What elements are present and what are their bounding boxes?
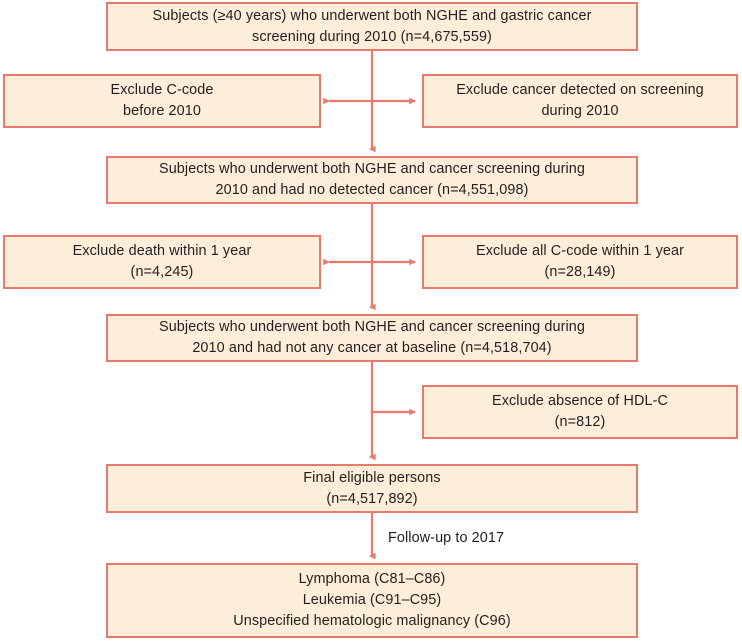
node-line: 2010 and had no detected cancer (n=4,551… (215, 182, 529, 198)
node-line: before 2010 (123, 103, 201, 119)
node-subjects-no-cancer-at-baseline: Subjects who underwent both NGHE and can… (106, 314, 638, 362)
node-line: Unspecified hematologic malignancy (C96) (233, 612, 511, 629)
node-line: (n=812) (554, 414, 606, 430)
node-line: Exclude absence of HDL-C (492, 393, 668, 410)
node-exclude-cancer-detected-on-screening: Exclude cancer detected on screening dur… (422, 74, 738, 128)
node-subjects-enrolled: Subjects (≥40 years) who underwent both … (106, 2, 638, 51)
node-final-eligible-persons: Final eligible persons (n=4,517,892) (106, 464, 638, 513)
node-exclude-c-code-before-2010: Exclude C-code before 2010 (3, 74, 321, 128)
node-outcomes: Lymphoma (C81–C86) Leukemia (C91–C95) Un… (106, 563, 638, 638)
node-line: Lymphoma (C81–C86) (298, 571, 446, 588)
node-exclude-absence-of-hdl-c: Exclude absence of HDL-C (n=812) (422, 385, 738, 439)
node-line: during 2010 (541, 103, 619, 119)
node-line: screening during 2010 (n=4,675,559) (252, 28, 492, 45)
node-line: (n=4,517,892) (326, 490, 418, 507)
node-line: Subjects who underwent both NGHE and can… (159, 319, 585, 336)
node-line: Final eligible persons (303, 469, 441, 486)
edge-label-followup: Follow-up to 2017 (388, 530, 505, 546)
node-subjects-no-detected-cancer: Subjects who underwent both NGHE and can… (106, 156, 638, 204)
node-line: Subjects (≥40 years) who underwent both … (152, 7, 592, 24)
node-line: Exclude C-code (110, 82, 214, 99)
node-line: (n=28,149) (544, 264, 616, 280)
node-line: Exclude death within 1 year (72, 243, 252, 260)
node-exclude-all-c-code-within-1-year: Exclude all C-code within 1 year (n=28,1… (422, 235, 738, 289)
node-line: 2010 and had not any cancer at baseline … (192, 340, 552, 356)
node-line: Exclude all C-code within 1 year (476, 243, 684, 260)
node-line: (n=4,245) (130, 264, 194, 280)
node-exclude-death-within-1-year: Exclude death within 1 year (n=4,245) (3, 235, 321, 289)
node-line: Subjects who underwent both NGHE and can… (159, 161, 585, 178)
node-line: Exclude cancer detected on screening (456, 82, 704, 99)
node-line: Leukemia (C91–C95) (302, 592, 442, 609)
